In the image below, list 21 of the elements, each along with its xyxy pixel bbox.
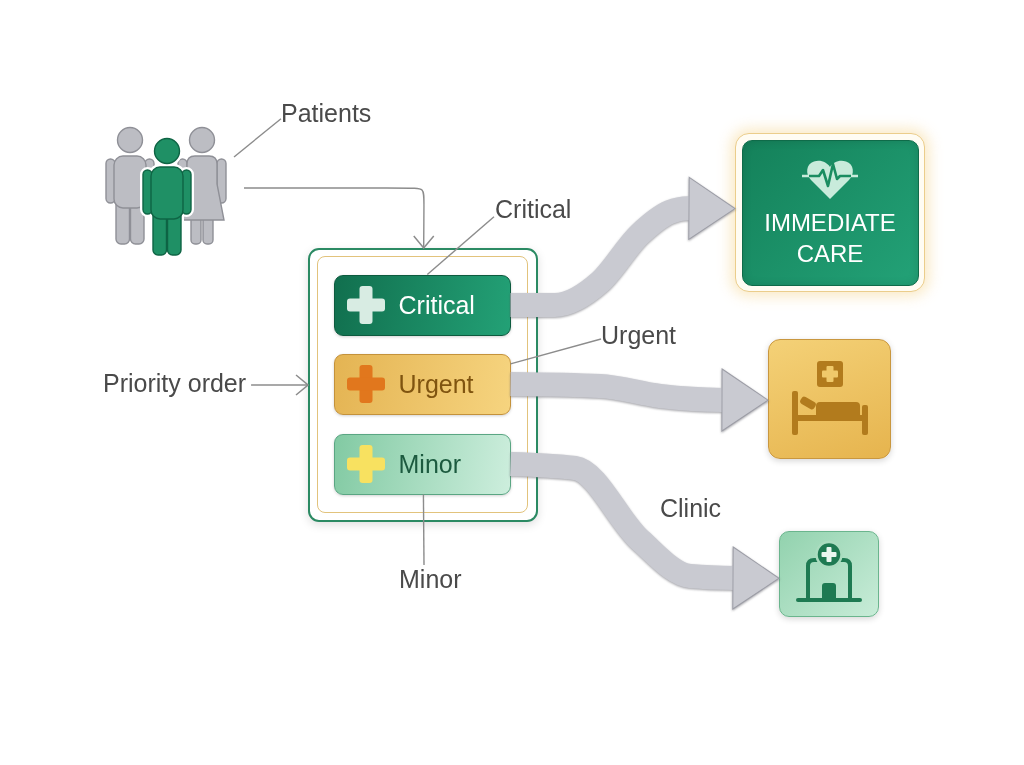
- arrow: [243, 187, 435, 249]
- callout-label: Critical: [495, 195, 572, 224]
- arrow: [250, 374, 309, 396]
- priority-card: [333, 433, 511, 495]
- priority-card: [333, 353, 511, 415]
- leader-line: [509, 338, 602, 365]
- callout-label: Minor: [399, 565, 462, 594]
- leader-line: [233, 118, 282, 158]
- callout-label: Patients: [281, 99, 372, 128]
- callout-label: Urgent: [601, 321, 677, 350]
- priority-card: [333, 274, 511, 336]
- callout-label: Priority order: [103, 369, 247, 398]
- priority-label: Critical: [398, 290, 475, 320]
- leader-line: [422, 493, 425, 566]
- priority-label: Urgent: [398, 369, 474, 399]
- flow-arrow: [510, 368, 769, 432]
- bed-tile: [768, 339, 891, 459]
- leader-line: [426, 216, 495, 276]
- priority-label: Minor: [398, 449, 461, 479]
- clinic-tile: [779, 531, 879, 617]
- care-label: IMMEDIATE CARE: [763, 207, 897, 269]
